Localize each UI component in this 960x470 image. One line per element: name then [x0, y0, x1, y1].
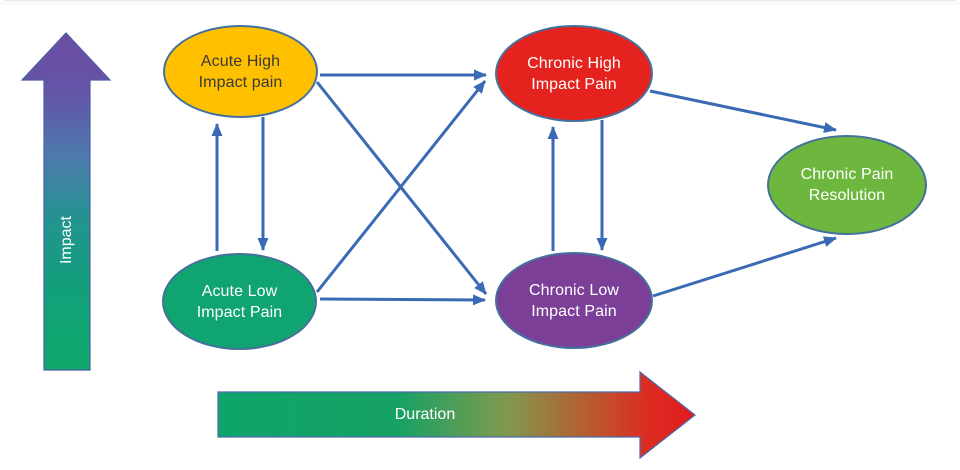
- impact-axis-arrow: [20, 32, 112, 371]
- duration-axis-label: Duration: [394, 406, 456, 423]
- node-label-line: Impact Pain: [531, 75, 617, 93]
- node-label-line: Chronic Low: [528, 281, 620, 299]
- node-chronic-high-impact-pain: Chronic High Impact Pain: [495, 25, 653, 122]
- node-label-line: Impact pain: [198, 73, 283, 91]
- connector-chronic-low-to-resolution: [652, 236, 837, 298]
- node-label-line: Impact Pain: [196, 303, 283, 321]
- node-label-line: Chronic High: [527, 54, 621, 72]
- connector-chronic-high-to-resolution: [649, 89, 837, 133]
- node-acute-low-impact-pain: Acute Low Impact Pain: [162, 253, 317, 350]
- duration-axis-arrow: [217, 370, 696, 460]
- node-label-line: Impact Pain: [531, 302, 617, 320]
- node-acute-high-impact-pain: Acute High Impact pain: [163, 25, 318, 118]
- node-label-line: Resolution: [808, 187, 886, 204]
- connector-acute-low-to-chronic-high: [315, 80, 487, 293]
- impact-axis-label: Impact: [58, 216, 75, 265]
- node-chronic-low-impact-pain: Chronic Low Impact Pain: [495, 252, 653, 349]
- node-label-line: Chronic Pain: [800, 166, 894, 183]
- node-label-line: Acute High: [200, 52, 281, 70]
- connector-acute-low-to-chronic-low: [319, 294, 486, 306]
- page-top-border: [0, 0, 960, 5]
- node-label-line: Acute Low: [201, 282, 278, 300]
- node-chronic-pain-resolution: Chronic Pain Resolution: [767, 135, 927, 235]
